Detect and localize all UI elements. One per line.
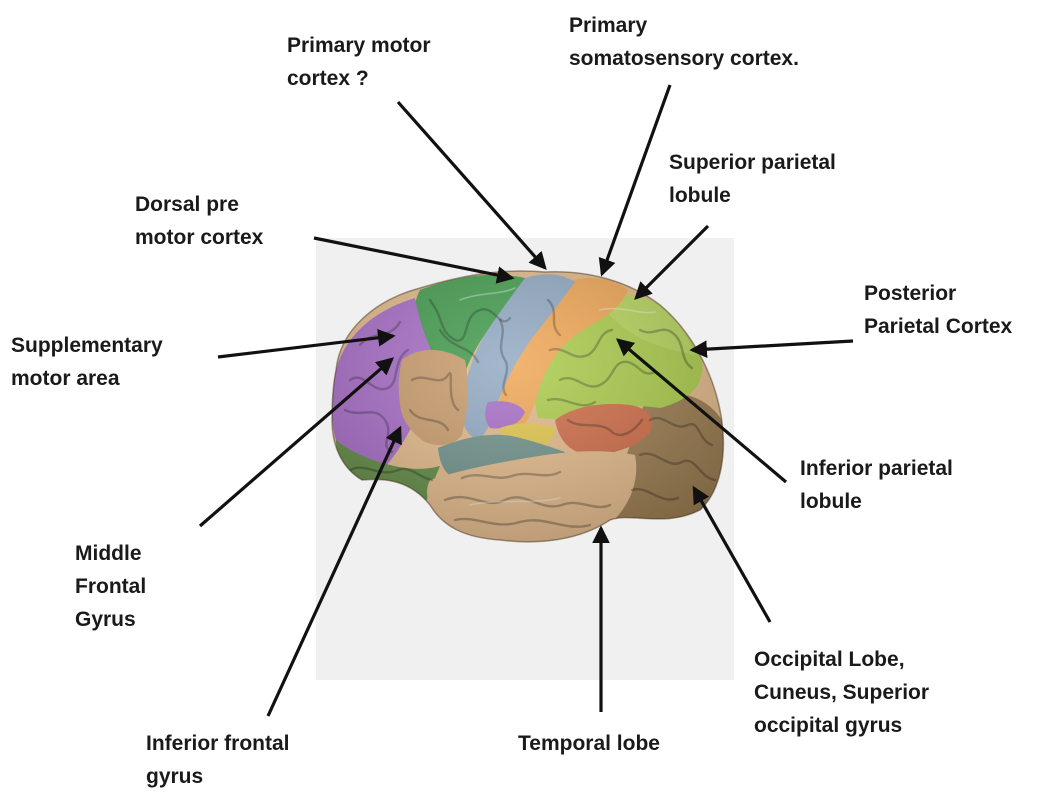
- label-superior-parietal-lobule: Superior parietal lobule: [669, 146, 836, 212]
- arrow-inferior-frontal: [268, 428, 400, 716]
- label-temporal-lobe: Temporal lobe: [518, 727, 660, 760]
- label-line: Middle: [75, 537, 146, 570]
- label-primary-motor-cortex: Primary motor cortex ?: [287, 29, 431, 95]
- arrow-occipital: [694, 488, 770, 622]
- label-line: Gyrus: [75, 603, 146, 636]
- brain-regions: [320, 260, 740, 560]
- arrow-posterior-parietal: [692, 341, 853, 350]
- label-line: Inferior parietal: [800, 452, 953, 485]
- label-inferior-frontal-gyrus: Inferior frontal gyrus: [146, 727, 290, 792]
- brain-shading: [320, 260, 740, 560]
- label-occipital-lobe: Occipital Lobe, Cuneus, Superior occipit…: [754, 643, 929, 742]
- arrow-somatosensory: [602, 85, 670, 274]
- label-posterior-parietal-cortex: Posterior Parietal Cortex: [864, 277, 1012, 343]
- label-line: Temporal lobe: [518, 727, 660, 760]
- arrow-superior-parietal: [636, 226, 708, 298]
- label-middle-frontal-gyrus: Middle Frontal Gyrus: [75, 537, 146, 636]
- arrow-dorsal-premotor: [314, 238, 512, 278]
- label-line: lobule: [669, 179, 836, 212]
- label-line: Supplementary: [11, 329, 163, 362]
- label-line: motor area: [11, 362, 163, 395]
- label-line: lobule: [800, 485, 953, 518]
- label-line: Primary: [569, 9, 799, 42]
- label-line: gyrus: [146, 760, 290, 792]
- label-line: Parietal Cortex: [864, 310, 1012, 343]
- label-line: Superior parietal: [669, 146, 836, 179]
- label-inferior-parietal-lobule: Inferior parietal lobule: [800, 452, 953, 518]
- arrow-primary-motor: [398, 102, 545, 268]
- label-primary-somatosensory-cortex: Primary somatosensory cortex.: [569, 9, 799, 75]
- label-line: Posterior: [864, 277, 1012, 310]
- label-supplementary-motor-area: Supplementary motor area: [11, 329, 163, 395]
- label-line: occipital gyrus: [754, 709, 929, 742]
- label-line: cortex ?: [287, 62, 431, 95]
- label-line: Frontal: [75, 570, 146, 603]
- label-line: Cuneus, Superior: [754, 676, 929, 709]
- label-line: motor cortex: [135, 221, 263, 254]
- label-line: Inferior frontal: [146, 727, 290, 760]
- label-line: somatosensory cortex.: [569, 42, 799, 75]
- label-line: Occipital Lobe,: [754, 643, 929, 676]
- label-line: Dorsal pre: [135, 188, 263, 221]
- label-dorsal-premotor-cortex: Dorsal pre motor cortex: [135, 188, 263, 254]
- label-line: Primary motor: [287, 29, 431, 62]
